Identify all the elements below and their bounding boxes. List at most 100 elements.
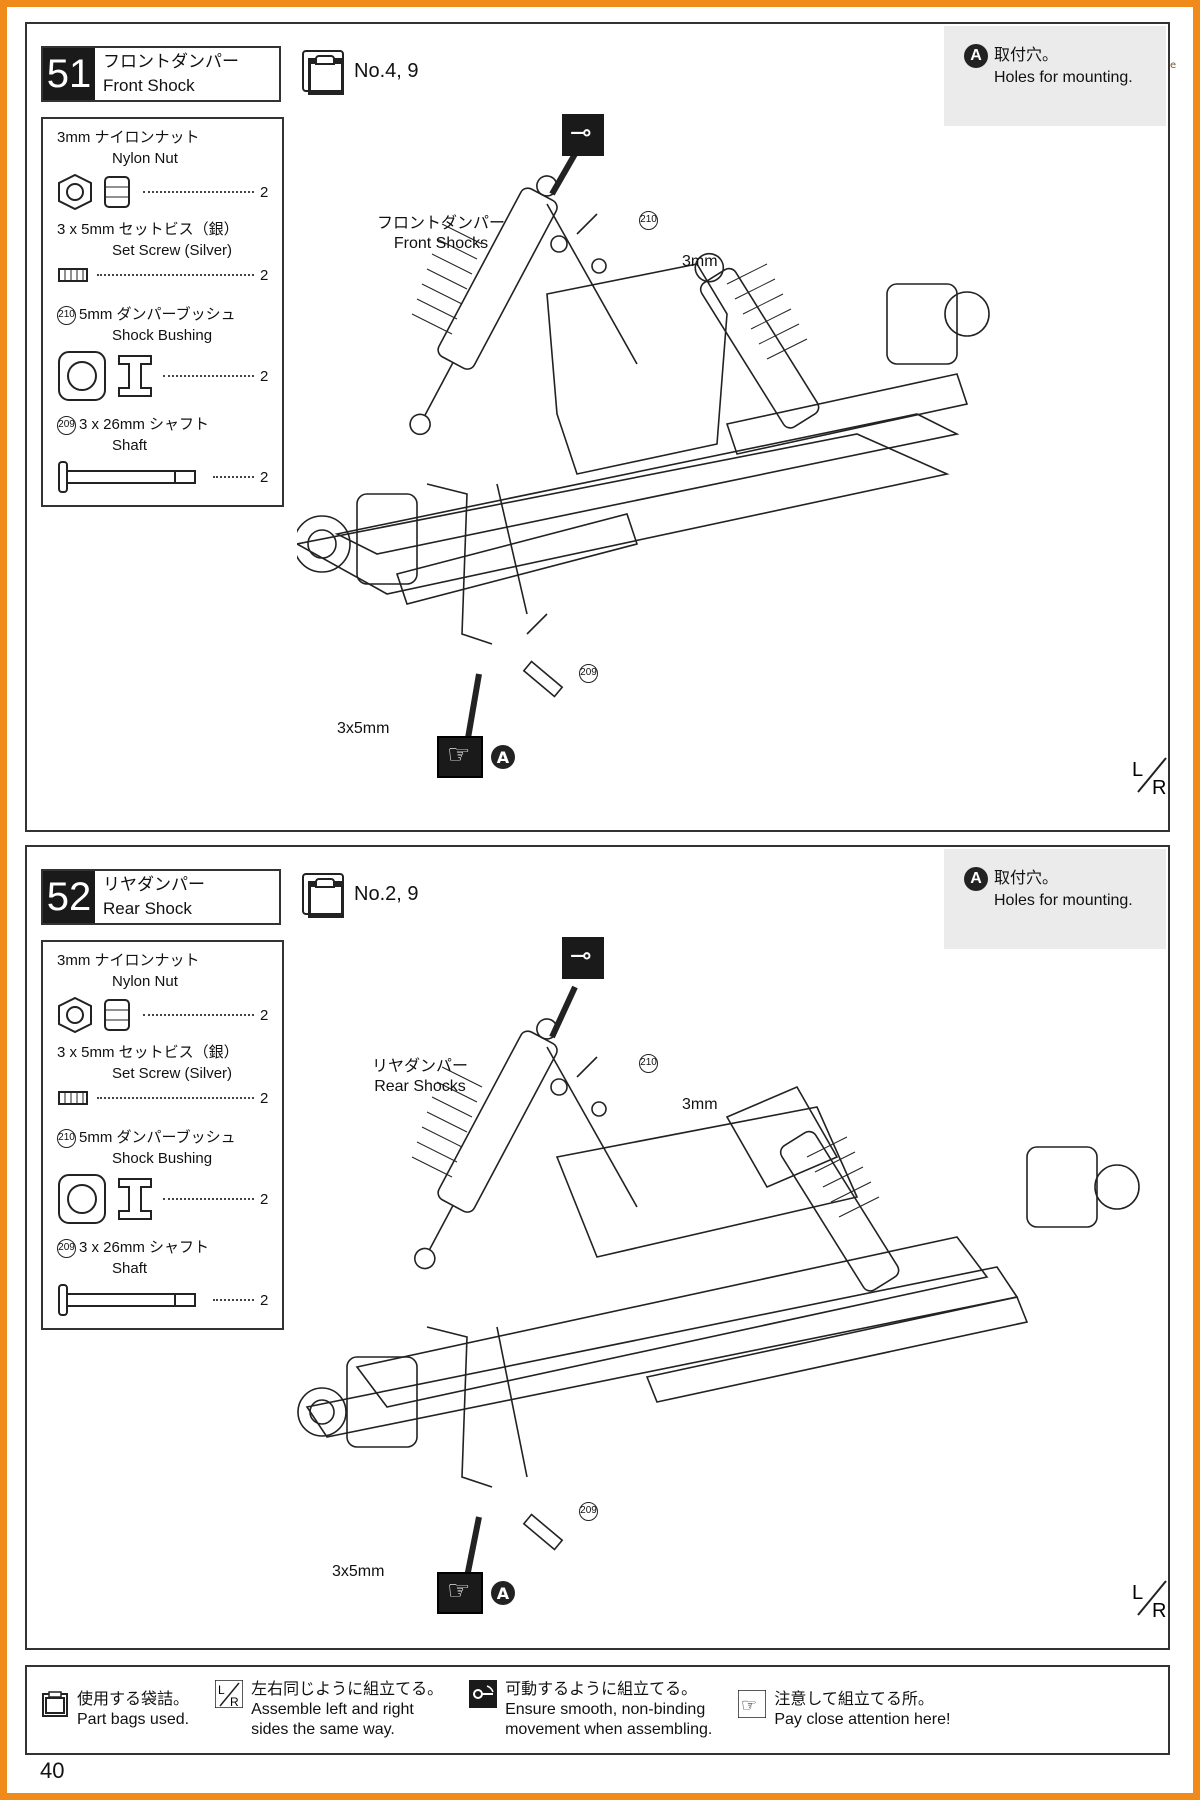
shaft-icon [58,1284,196,1316]
legend-jp: 使用する袋詰。 [77,1691,190,1708]
attention-hand-icon [437,736,483,778]
note-jp: 取付穴。 [994,47,1059,65]
shock-bushing-icon [58,1174,152,1224]
shock-label-en: Rear Shocks [374,1078,466,1095]
nylon-nut-icon [58,173,130,211]
shaft-callout: 209 [579,1502,601,1522]
attention-hand-icon [437,1572,483,1614]
attention-pointer: A [437,736,521,778]
bushing-id-badge: 210 [639,1054,658,1074]
pointer-badge: A [491,745,515,769]
step-header: 52 リヤダンパー Rear Shock [41,869,281,925]
part-id-badge: 210 [57,1128,76,1148]
attention-hand-icon: ☞ [738,1690,767,1718]
legend-en: Assemble left and right [251,1701,414,1718]
part-en: Shaft [112,437,148,454]
part-jp: 3 x 5mm セットビス（銀） [57,221,239,238]
step-number: 52 [43,871,95,923]
part-qty: 2 [260,367,269,385]
svg-text:☞: ☞ [741,1695,757,1716]
shock-label: リヤダンパー Rear Shocks [372,1057,468,1097]
shock-bushing-icon [58,351,152,401]
front-shock-diagram: フロントダンパー Front Shocks 210 3mm 209 3x5mm … [293,114,1167,814]
assembly-drawing [297,985,1140,1578]
shaft-callout: 209 [579,664,601,684]
part-set-screw: 3 x 5mm セットビス（銀） Set Screw (Silver) 2 [43,1042,282,1108]
movement-icon [469,1680,498,1708]
note-badge: A [964,867,988,891]
part-id-badge: 209 [57,1238,76,1258]
set-screw-icon [58,1091,88,1105]
parts-list: 3mm ナイロンナット Nylon Nut 2 3 x 5mm セットビス（銀） S… [41,940,284,1330]
part-en: Shaft [112,1260,148,1277]
part-jp: 3mm ナイロンナット [57,129,200,146]
bag-icon [302,50,344,95]
legend-jp: 注意して組立てる所。 [774,1691,934,1708]
bags-label: No.4, 9 [354,59,419,82]
svg-text:R: R [230,1695,239,1708]
part-jp: 3 x 26mm シャフト [79,416,210,433]
part-en: Shock Bushing [112,1150,213,1167]
legend-bag: 使用する袋詰。 Part bags used. [41,1690,189,1730]
part-jp: 3 x 26mm シャフト [79,1239,210,1256]
step-header: 51 フロントダンパー Front Shock [41,46,281,102]
shaft-id-badge: 209 [579,664,598,684]
step-title-en: Rear Shock [103,899,192,918]
pointer-badge: A [491,1581,515,1605]
svg-text:R: R [1152,777,1166,796]
part-qty: 2 [260,266,269,284]
bag-icon [302,873,344,918]
bushing-id-badge: 210 [639,211,658,231]
movement-icon [562,937,604,979]
legend-jp: 左右同じように組立てる。 [251,1681,444,1698]
legend-en: Pay close attention here! [774,1711,951,1728]
set-screw-icon [58,268,88,282]
part-qty: 2 [260,1190,269,1208]
note-badge: A [964,44,988,68]
left-right-icon: LR [215,1680,244,1708]
shock-label-en: Front Shocks [393,235,489,252]
step-title: リヤダンパー Rear Shock [95,871,213,923]
movement-icon [562,114,604,156]
legend-attention: ☞ 注意して組立てる所。 Pay close attention here! [738,1690,950,1730]
bag-icon [42,1691,68,1717]
part-jp: 5mm ダンパーブッシュ [79,306,236,323]
step-title-en: Front Shock [103,76,195,95]
bags-label: No.2, 9 [354,882,419,905]
shock-label-jp: フロントダンパー [377,215,506,232]
nut-callout: 3mm [682,1096,718,1113]
legend-en: sides the same way. [251,1721,395,1738]
shaft-icon [58,461,196,493]
svg-text:R: R [1152,1600,1166,1619]
part-jp: 3 x 5mm セットビス（銀） [57,1044,239,1061]
step-title-jp: リヤダンパー [103,875,205,894]
part-jp: 3mm ナイロンナット [57,952,200,969]
bags-used: No.2, 9 [302,873,419,918]
part-qty: 2 [260,1089,269,1107]
nylon-nut-icon [58,996,130,1034]
step-title-jp: フロントダンパー [103,52,239,71]
legend-en: Part bags used. [77,1711,190,1728]
bags-used: No.4, 9 [302,50,419,95]
svg-text:L: L [1132,759,1143,781]
part-id-badge: 210 [57,305,76,325]
part-qty: 2 [260,1291,269,1309]
bushing-callout: 210 [639,1054,661,1074]
part-en: Nylon Nut [112,150,178,167]
svg-text:L: L [1132,1582,1143,1604]
part-en: Nylon Nut [112,973,178,990]
rear-shock-diagram: リヤダンパー Rear Shocks 210 3mm 209 3x5mm A L… [297,937,1167,1637]
part-en: Set Screw (Silver) [112,1065,233,1082]
screw-callout: 3x5mm [332,1563,385,1580]
shock-label-jp: リヤダンパー [372,1058,469,1075]
legend-en: movement when assembling. [505,1721,713,1738]
